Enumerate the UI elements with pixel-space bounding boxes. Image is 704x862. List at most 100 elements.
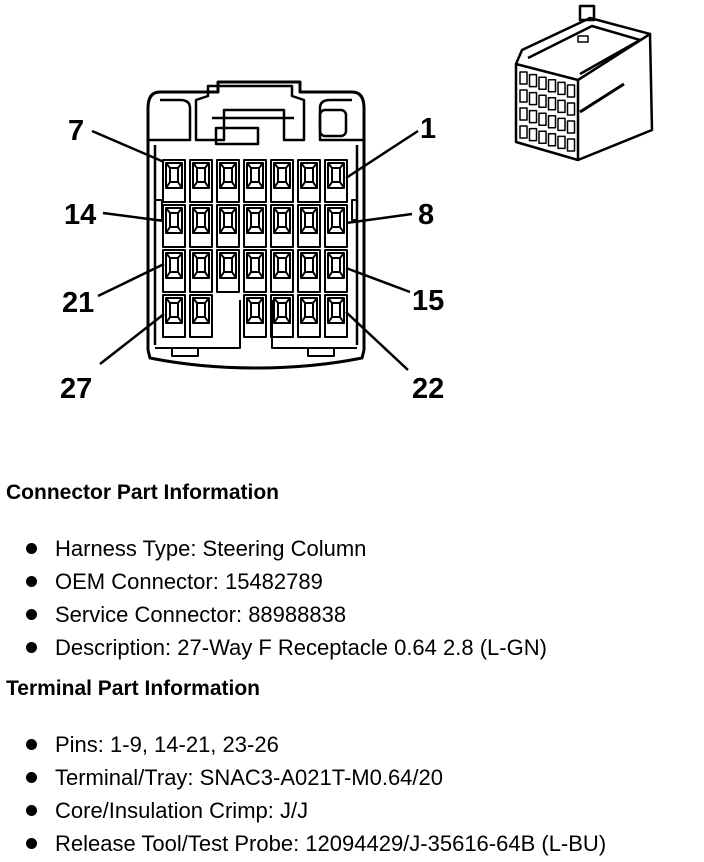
terminal-window	[165, 297, 183, 324]
connector-diagram: 7 1 14 8 21 15 27 22	[60, 4, 654, 405]
terminal-window	[246, 207, 264, 234]
connector-info-heading: Connector Part Information	[6, 481, 280, 504]
cavity-6	[189, 159, 213, 203]
leader-15	[345, 266, 411, 294]
iso-cavity	[557, 81, 566, 96]
connector-info-item: Service Connector: 88988838	[0, 598, 547, 631]
cavity-25	[243, 294, 267, 338]
cavity-outline	[270, 204, 294, 248]
leader-7	[91, 129, 165, 164]
cavity-outline	[162, 159, 186, 203]
iso-cavity	[538, 76, 547, 90]
cavity-grid	[162, 159, 348, 338]
bullet-icon	[26, 642, 37, 653]
connector-info-item: Harness Type: Steering Column	[0, 532, 547, 565]
terminal-window	[192, 207, 210, 234]
cavity-outline	[243, 294, 267, 338]
cavity-outline	[189, 159, 213, 203]
cavity-22	[324, 294, 348, 338]
bullet-icon	[26, 739, 37, 750]
iso-side-face	[577, 32, 654, 162]
terminal-window	[165, 252, 183, 279]
cavity-21	[162, 249, 186, 293]
bullet-icon	[26, 772, 37, 783]
iso-cavity	[519, 125, 528, 139]
top-latch	[194, 84, 306, 142]
iso-cavity-grid	[519, 71, 576, 152]
cavity-outline	[162, 204, 186, 248]
bullet-icon	[26, 576, 37, 587]
terminal-window	[327, 207, 345, 234]
info-text: Terminal/Tray: SNAC3-A021T-M0.64/20	[55, 765, 443, 790]
right-ear	[318, 98, 364, 142]
housing-outline	[146, 80, 366, 370]
iso-cavity	[566, 102, 576, 116]
cavity-3	[270, 159, 294, 203]
pin-label-27: 27	[60, 373, 92, 405]
cavity-8	[324, 204, 348, 248]
iso-cavity	[547, 115, 557, 129]
connector-info-item: Description: 27-Way F Receptacle 0.64 2.…	[0, 631, 547, 664]
terminal-window	[165, 162, 183, 189]
terminal-info-item: Pins: 1-9, 14-21, 23-26	[0, 728, 606, 761]
right-notch	[351, 199, 357, 221]
terminal-window	[192, 297, 210, 324]
terminal-window	[192, 162, 210, 189]
left-ear	[148, 98, 192, 142]
pin-label-1: 1	[420, 113, 436, 145]
terminal-window	[246, 297, 264, 324]
cavity-outline	[270, 159, 294, 203]
terminal-window	[246, 252, 264, 279]
cavity-outline	[189, 294, 213, 338]
iso-latch	[578, 4, 596, 22]
cavity-outline	[297, 294, 321, 338]
terminal-window	[300, 252, 318, 279]
terminal-window	[192, 252, 210, 279]
info-text: Release Tool/Test Probe: 12094429/J-3561…	[55, 831, 607, 856]
terminal-window	[273, 297, 291, 324]
iso-cavity	[538, 112, 547, 126]
iso-top-rib	[527, 24, 642, 76]
cavity-7	[162, 159, 186, 203]
terminal-window	[246, 162, 264, 189]
iso-cavity	[566, 120, 576, 134]
pin-label-22: 22	[412, 373, 444, 405]
cavity-outline	[189, 204, 213, 248]
cavity-1	[324, 159, 348, 203]
connector-info-list: Harness Type: Steering Column OEM Connec…	[0, 532, 547, 664]
leader-22	[345, 311, 409, 371]
bullet-icon	[26, 543, 37, 554]
cavity-5	[216, 159, 240, 203]
info-text: Core/Insulation Crimp: J/J	[55, 798, 309, 823]
cavity-outline	[324, 159, 348, 203]
cavity-17	[270, 249, 294, 293]
cavity-13	[189, 204, 213, 248]
iso-cavity	[538, 130, 547, 144]
terminal-window	[273, 207, 291, 234]
cavity-outline	[270, 249, 294, 293]
info-text: OEM Connector: 15482789	[55, 569, 323, 594]
iso-cavity	[557, 117, 566, 132]
cavity-outline	[297, 204, 321, 248]
terminal-window	[300, 162, 318, 189]
cavity-11	[243, 204, 267, 248]
cavity-outline	[297, 249, 321, 293]
terminal-info-heading: Terminal Part Information	[6, 677, 260, 700]
cavity-4	[243, 159, 267, 203]
terminal-info-item: Terminal/Tray: SNAC3-A021T-M0.64/20	[0, 761, 606, 794]
callout-leaders	[91, 129, 419, 371]
cavity-outline	[324, 249, 348, 293]
leader-21	[97, 262, 165, 298]
pin-label-15: 15	[412, 285, 444, 317]
terminal-window	[219, 207, 237, 234]
cavity-15	[324, 249, 348, 293]
leader-27	[99, 313, 165, 365]
info-text: Description: 27-Way F Receptacle 0.64 2.…	[55, 635, 547, 660]
terminal-window	[219, 162, 237, 189]
bullet-icon	[26, 805, 37, 816]
iso-cavity	[538, 94, 547, 108]
leader-14	[102, 211, 165, 223]
terminal-info-item: Release Tool/Test Probe: 12094429/J-3561…	[0, 827, 606, 860]
terminal-window	[165, 207, 183, 234]
iso-cavity	[566, 138, 576, 152]
